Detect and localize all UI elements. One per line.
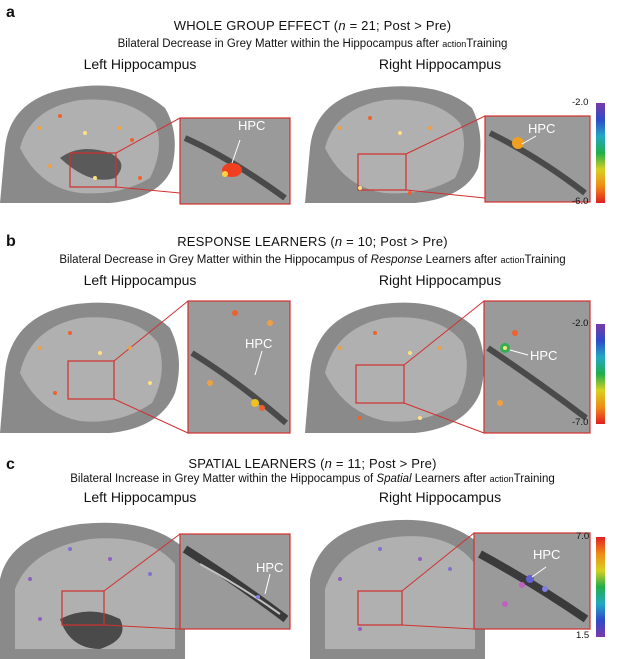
title-n: n — [324, 456, 333, 471]
subtitle-post: Training — [466, 38, 508, 50]
subtitle-italic: Response — [370, 254, 423, 266]
panel-title: RESPONSE LEARNERS (n = 10; Post > Pre) — [0, 234, 625, 249]
panel-letter: c — [6, 456, 15, 473]
subtitle-mid: Learners after — [422, 254, 501, 266]
title-n: n — [334, 234, 343, 249]
right-brain-slice: HPC — [305, 86, 591, 203]
panel-letter: b — [6, 233, 16, 250]
right-hippocampus-label: Right Hippocampus — [378, 489, 502, 505]
subtitle-post: Training — [513, 473, 555, 485]
colorbar-top-label: 7.0 — [576, 531, 590, 542]
hpc-label: HPC — [256, 560, 283, 575]
left-brain-slice: HPC — [0, 300, 291, 434]
hpc-label: HPC — [530, 348, 557, 363]
right-hippocampus-label: Right Hippocampus — [378, 272, 502, 288]
right-brain-slice: HPC — [305, 300, 591, 434]
subtitle-text: Bilateral Decrease in Grey Matter within… — [117, 38, 443, 50]
left-hippocampus-label: Left Hippocampus — [83, 272, 197, 288]
panel-subtitle: Bilateral Increase in Grey Matter within… — [0, 473, 625, 485]
title-text-post: = 11; Post > Pre) — [332, 456, 437, 471]
colorbar-bottom-label: 1.5 — [576, 630, 590, 641]
title-text-post: = 21; Post > Pre) — [345, 18, 452, 33]
right-hippocampus-label: Right Hippocampus — [378, 56, 502, 72]
title-text: RESPONSE LEARNERS ( — [177, 234, 335, 249]
left-hippocampus-label: Left Hippocampus — [83, 56, 197, 72]
panel-subtitle: Bilateral Decrease in Grey Matter within… — [0, 254, 625, 266]
panel-c: c SPATIAL LEARNERS (n = 11; Post > Pre) … — [0, 450, 625, 659]
panel-title: WHOLE GROUP EFFECT (n = 21; Post > Pre) — [0, 18, 625, 33]
hpc-label: HPC — [528, 121, 555, 136]
subtitle-mid: Learners after — [411, 473, 490, 485]
colorbar — [596, 324, 605, 424]
left-brain-slice: HPC — [0, 85, 291, 205]
subtitle-small: action — [489, 474, 514, 484]
left-brain-slice: HPC — [0, 522, 291, 659]
subtitle-italic: Spatial — [376, 473, 412, 485]
title-text: WHOLE GROUP EFFECT ( — [173, 18, 339, 33]
hpc-label: HPC — [238, 118, 265, 133]
subtitle-text: Bilateral Increase in Grey Matter within… — [70, 473, 377, 485]
panel-b: b RESPONSE LEARNERS (n = 10; Post > Pre)… — [0, 225, 625, 440]
panel-a: a WHOLE GROUP EFFECT (n = 21; Post > Pre… — [0, 0, 625, 215]
colorbar-top-label: -2.0 — [572, 97, 589, 108]
subtitle-small: action — [500, 255, 525, 265]
panel-title: SPATIAL LEARNERS (n = 11; Post > Pre) — [0, 456, 625, 471]
title-text-post: = 10; Post > Pre) — [342, 234, 448, 249]
panel-subtitle: Bilateral Decrease in Grey Matter within… — [0, 38, 625, 50]
colorbar-bottom-label: -6.0 — [572, 196, 589, 207]
panel-letter: a — [6, 4, 15, 21]
colorbar — [596, 537, 605, 637]
colorbar-top-label: -2.0 — [572, 318, 589, 329]
subtitle-text: Bilateral Decrease in Grey Matter within… — [59, 254, 371, 266]
left-hippocampus-label: Left Hippocampus — [83, 489, 197, 505]
title-n: n — [338, 18, 346, 33]
hpc-label: HPC — [245, 336, 272, 351]
colorbar-bottom-label: -7.0 — [572, 417, 589, 428]
subtitle-post: Training — [524, 254, 566, 266]
right-brain-slice: HPC — [310, 519, 591, 659]
hpc-label: HPC — [533, 547, 560, 562]
colorbar — [596, 103, 605, 203]
title-text: SPATIAL LEARNERS ( — [188, 456, 325, 471]
subtitle-small: action — [442, 39, 467, 49]
